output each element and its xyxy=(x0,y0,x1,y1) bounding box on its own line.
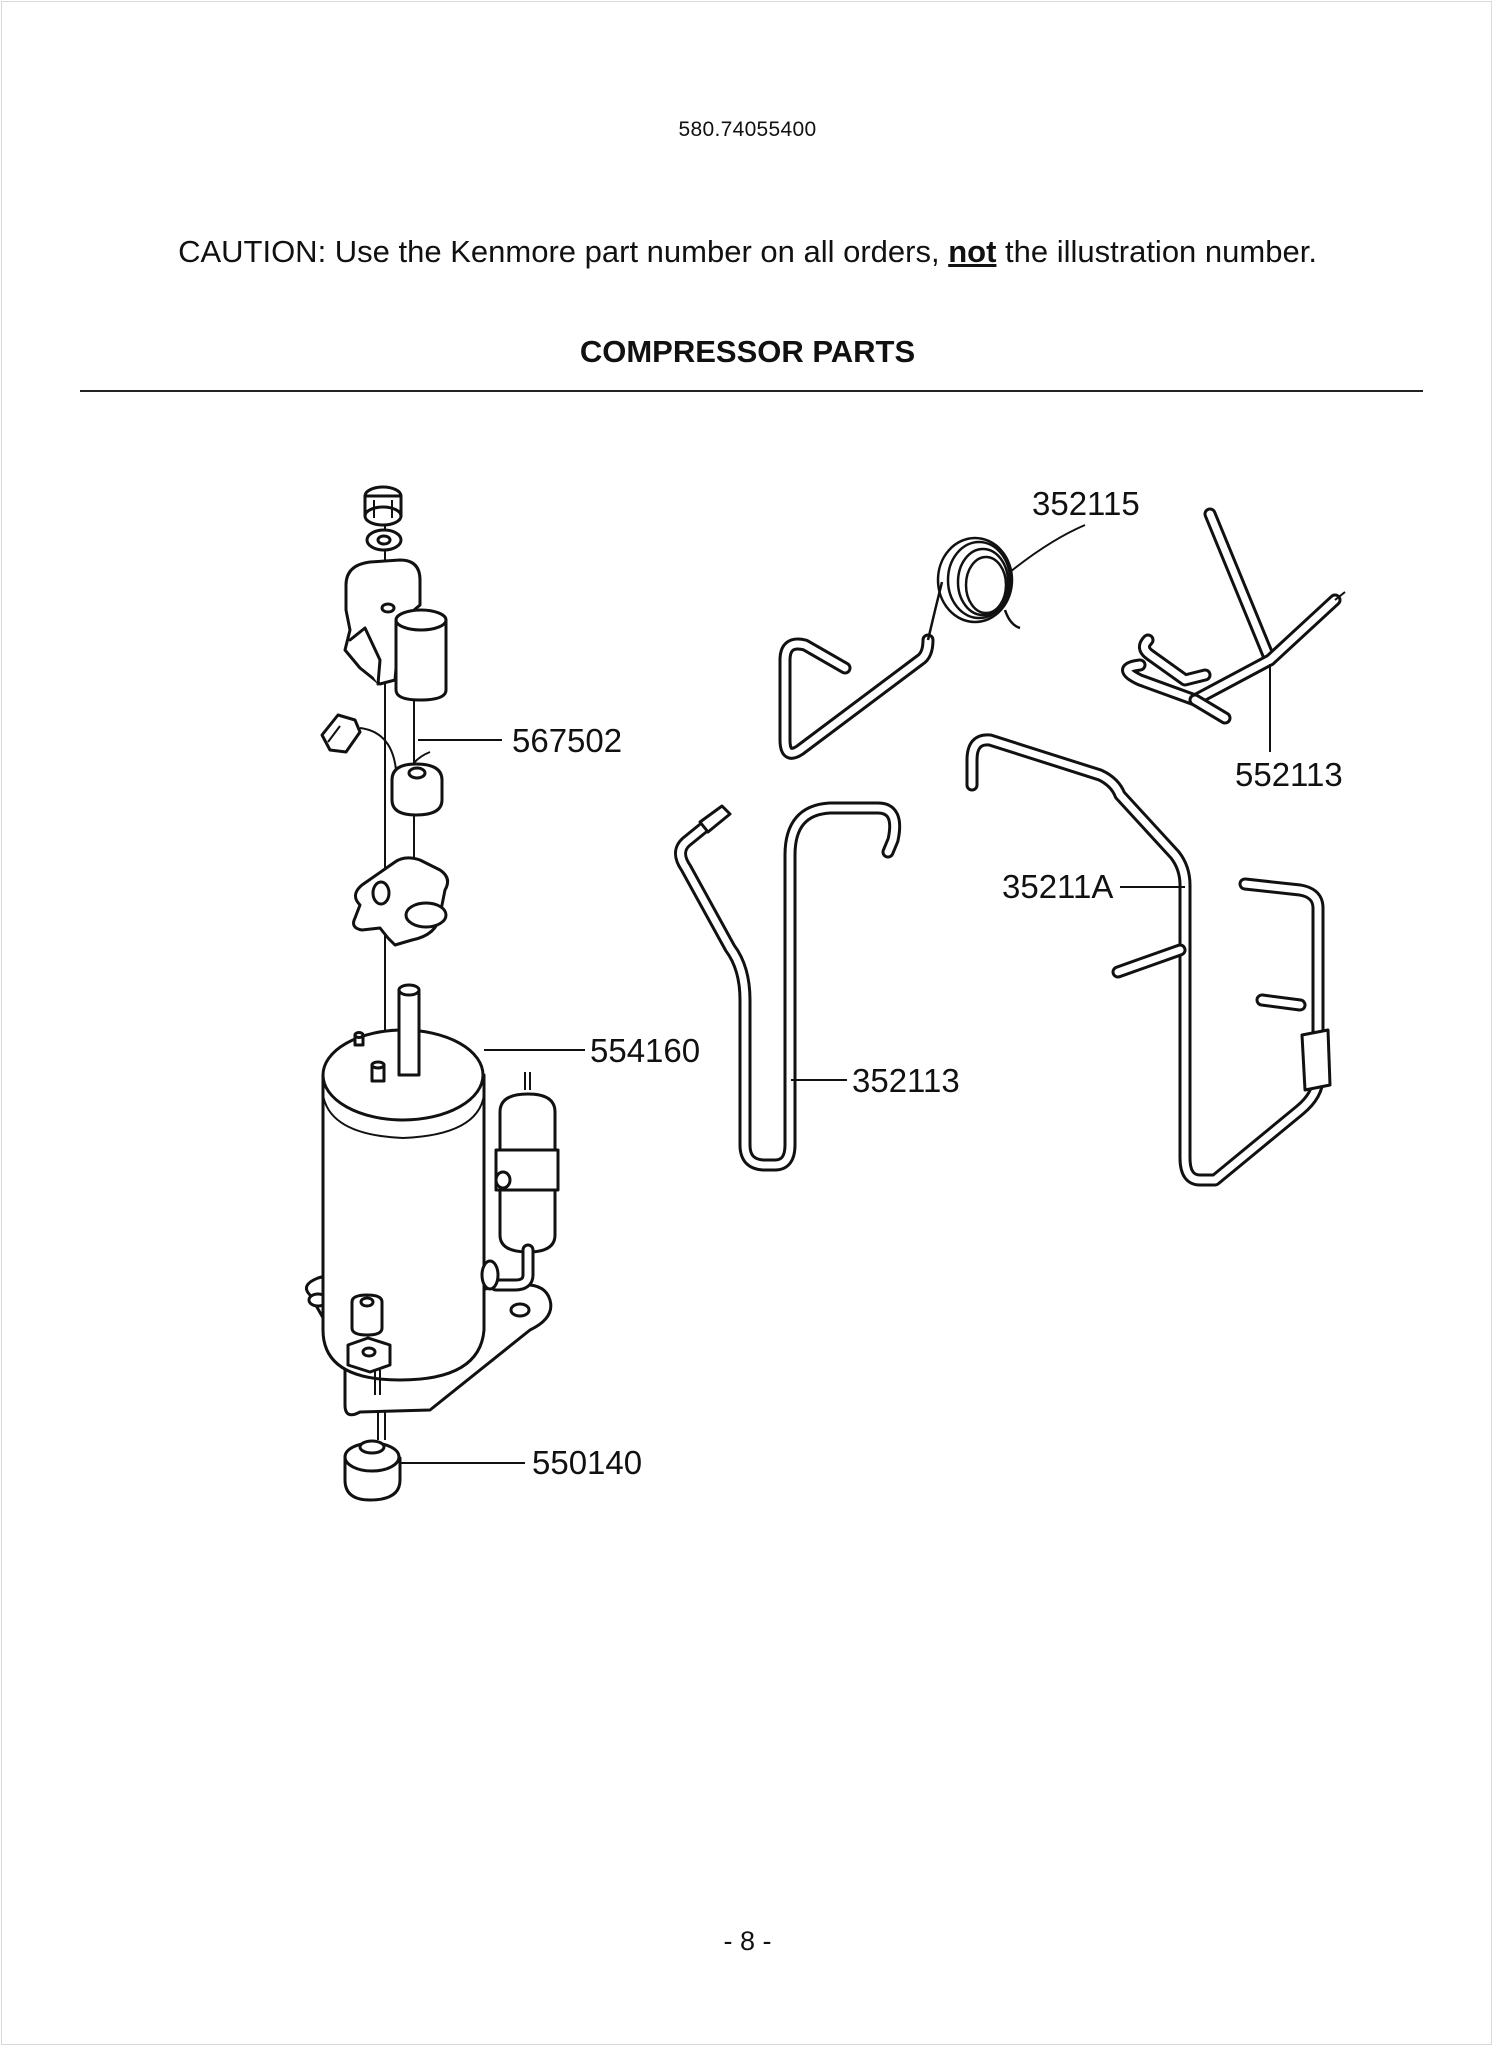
callout-352113: 352113 xyxy=(852,1062,960,1099)
callout-352115: 352115 xyxy=(1032,485,1140,522)
accumulator xyxy=(480,1072,560,1292)
washer xyxy=(365,528,403,552)
overload-protector xyxy=(320,713,444,817)
leader-352115 xyxy=(1009,524,1086,573)
capillary-tube xyxy=(778,536,1021,760)
callout-567502: 567502 xyxy=(512,722,622,759)
callout-35211A: 35211A xyxy=(1002,868,1113,905)
compressor xyxy=(304,983,553,1417)
caution-notice: CAUTION: Use the Kenmore part number on … xyxy=(0,234,1495,270)
section-title: COMPRESSOR PARTS xyxy=(579,334,916,369)
caution-emphasis: not xyxy=(948,234,997,269)
tube-center xyxy=(674,801,902,1172)
callout-550140: 550140 xyxy=(532,1444,642,1481)
terminal-cover xyxy=(343,558,422,686)
rubber-mount xyxy=(343,1439,402,1502)
terminal-gasket xyxy=(352,856,450,947)
terminal-nut xyxy=(363,485,403,527)
page-number: - 8 - xyxy=(723,1926,772,1956)
model-number: 580.74055400 xyxy=(678,118,817,141)
caution-text-before: CAUTION: Use the Kenmore part number on … xyxy=(178,234,949,269)
callout-554160: 554160 xyxy=(590,1032,700,1069)
caution-text-after: the illustration number. xyxy=(996,234,1317,269)
capacitor xyxy=(394,608,448,702)
tube-right xyxy=(965,733,1332,1187)
tube-right-top xyxy=(1121,507,1346,725)
compressor-assembly xyxy=(304,485,560,1502)
callout-552113: 552113 xyxy=(1235,756,1343,793)
title-divider xyxy=(80,390,1423,392)
